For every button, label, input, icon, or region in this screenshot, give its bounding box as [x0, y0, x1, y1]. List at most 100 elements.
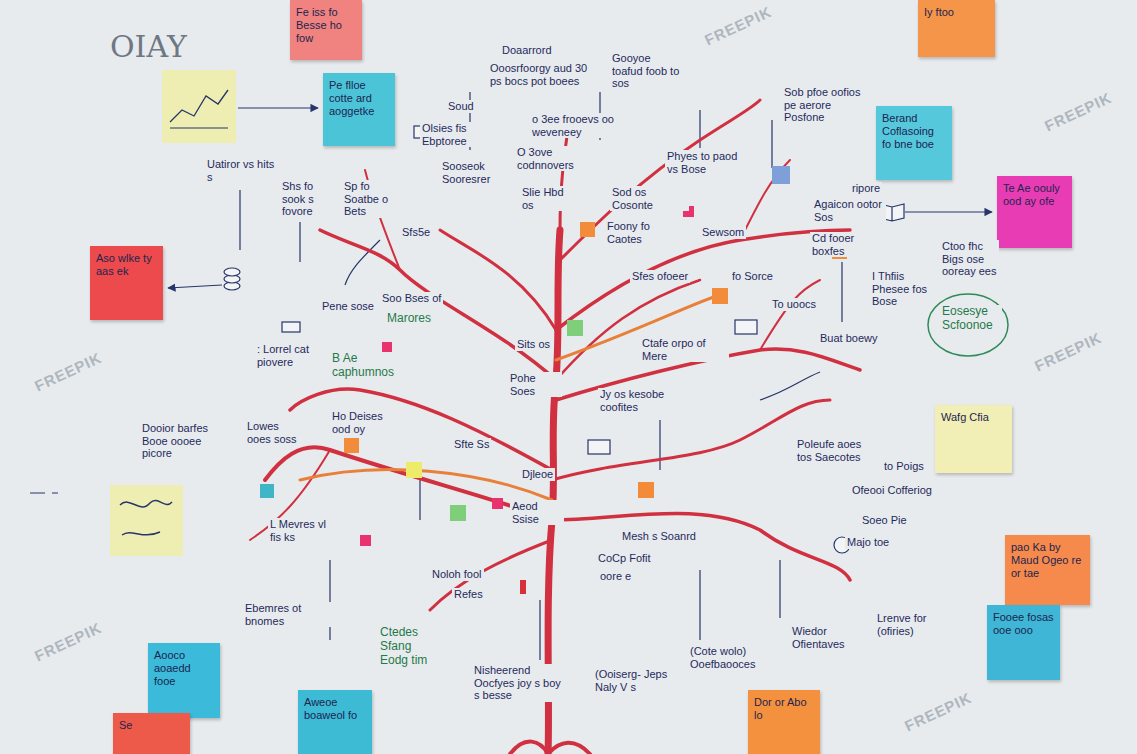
handwritten-note: oore e	[598, 570, 633, 583]
square-marker	[260, 484, 274, 498]
sticky-note: Fooee fosas ooe ooo	[987, 605, 1060, 680]
square-marker	[712, 288, 728, 304]
handwritten-note: to Poigs	[882, 460, 926, 473]
note-text: Se	[119, 719, 184, 732]
box-icon	[588, 440, 610, 454]
watermark: FREEPIK	[900, 688, 976, 736]
handwritten-note: Lowes ooes soss	[245, 420, 299, 445]
square-marker	[344, 438, 359, 453]
leader-line	[329, 560, 330, 640]
leader-line	[760, 372, 820, 400]
handwritten-note: CoCp Fofit	[596, 552, 653, 565]
square-marker	[360, 535, 371, 546]
handwritten-note: Sob pfoe oofios pe aerore Posfone	[782, 86, 866, 124]
leader-line	[239, 190, 240, 250]
handwritten-note: Poleufe aoes tos Saecotes	[795, 438, 879, 463]
handwritten-note: Sits os	[515, 338, 552, 351]
handwritten-note: I Thfiis Phesee fos Bose	[870, 270, 934, 308]
handwritten-note: Doaarrord	[500, 44, 554, 57]
handwritten-note: Soo Bses of	[380, 292, 443, 305]
watermark: FREEPIK	[30, 618, 106, 666]
tree-root	[510, 742, 548, 754]
handwritten-note: Foony fo Caotes	[605, 220, 669, 245]
handwritten-note: To uoocs	[770, 298, 818, 311]
tree-branch	[300, 470, 552, 500]
scribble	[122, 532, 160, 535]
note-text: Aso wlke ty aas ek	[96, 252, 157, 278]
sticky-note: Aooco aoaedd fooe	[148, 643, 220, 718]
leader-line	[699, 570, 700, 640]
handwritten-note: Gooyoe toafud foob to sos	[610, 52, 684, 90]
handwritten-note: Ctoo fhc Bigs ose ooreay ees	[940, 240, 999, 278]
scribble	[120, 501, 172, 507]
leader-line	[841, 262, 842, 322]
tree-branch	[556, 230, 850, 330]
arrow	[905, 211, 992, 212]
handwritten-note: (Ooiserg- Jeps Naly V s	[593, 668, 677, 693]
sticky-note-chart	[162, 70, 236, 143]
leader-line	[299, 222, 300, 262]
note-text: pao Ka by Maud Ogeo re or tae	[1011, 541, 1084, 580]
note-text: Iy ftoo	[924, 6, 989, 19]
watermark: FREEPIK	[700, 2, 776, 50]
pencil-scribble: OIAY	[108, 30, 189, 65]
handwritten-note: Sfte Ss	[452, 438, 491, 451]
handwritten-note: Marores	[385, 312, 433, 326]
note-text: Fooee fosas ooe ooo	[993, 611, 1054, 637]
box-icon	[735, 320, 757, 334]
handwritten-note: Shs fo sook s fovore	[280, 180, 336, 218]
handwritten-note: o 3ee frooevs oo weveneey	[530, 113, 629, 138]
handwritten-note: (Cote wolo) Ooefbaooces	[688, 645, 777, 670]
handwritten-note: Ebemres ot bnomes	[243, 602, 337, 627]
handwritten-note: Ho Deises ood oy	[330, 410, 394, 435]
handwritten-note: Mesh s Soanrd	[620, 530, 698, 543]
handwritten-note: Jy os kesobe coofites	[598, 388, 702, 413]
square-marker	[567, 320, 583, 336]
sticky-note: Aweoe boaweol fo	[298, 690, 372, 754]
note-text: Aooco aoaedd fooe	[154, 649, 214, 688]
tree-branch	[320, 230, 556, 380]
sticky-note: Te Ae oouly ood ay ofe	[997, 176, 1072, 248]
leader-line	[699, 110, 700, 148]
sticky-note: Iy ftoo	[918, 0, 995, 57]
watermark: FREEPIK	[1040, 88, 1116, 136]
handwritten-note: Wiedor Ofientaves	[790, 625, 869, 650]
sticky-note: Wafg Cfia	[935, 405, 1012, 473]
leader-line	[771, 120, 772, 168]
handwritten-note: Nisheerend Oocfyes joy s boy s besse	[472, 664, 571, 702]
handwritten-note: Sp fo Soatbe o Bets	[342, 180, 401, 218]
square-marker	[492, 498, 503, 509]
square-marker	[580, 222, 595, 237]
tree-branch	[290, 389, 552, 470]
handwritten-note: Lrenve for (ofiries)	[875, 612, 964, 637]
handwritten-note: Soud	[446, 100, 476, 113]
sticky-note-scribble	[110, 485, 183, 556]
note-text: Wafg Cfia	[941, 411, 1006, 424]
handwritten-note: Soeo Pie	[860, 514, 909, 527]
handwritten-note: Slie Hbd os	[520, 186, 574, 211]
handwritten-note: Buat boewy	[818, 332, 879, 345]
handwritten-note: fo Sorce	[730, 270, 775, 283]
sticky-note: Berand Coflasoing fo bne boe	[876, 106, 952, 180]
handwritten-note: Cd fooer boxfes	[810, 232, 884, 257]
arrow	[168, 285, 222, 288]
handwritten-note: Sfes ofoeer	[630, 270, 690, 283]
handwritten-note: Ofeooi Cofferiog	[850, 484, 934, 497]
handwritten-note: Agaicon ootor Sos	[812, 198, 886, 223]
leader-lines	[30, 92, 992, 660]
dots	[30, 492, 58, 493]
handwritten-note: L Mevres vl fis ks	[268, 518, 332, 543]
square-marker	[450, 505, 466, 521]
note-text: Pe flloe cotte ard aoggetke	[329, 79, 389, 118]
handwritten-note: Ooosrfoorgy aud 30 ps bocs pot boees	[488, 62, 602, 87]
handwritten-note: : Lorrel cat piovere	[255, 343, 331, 368]
tree-branch	[430, 540, 552, 610]
tree-twig	[740, 160, 790, 240]
handwritten-note: Pohe Soes	[508, 372, 562, 397]
tree	[250, 100, 860, 754]
icons	[224, 126, 904, 553]
leader-line	[659, 420, 660, 470]
leader-line	[779, 560, 780, 618]
markers	[260, 166, 847, 594]
handwritten-note: O 3ove codnnovers	[515, 146, 599, 171]
